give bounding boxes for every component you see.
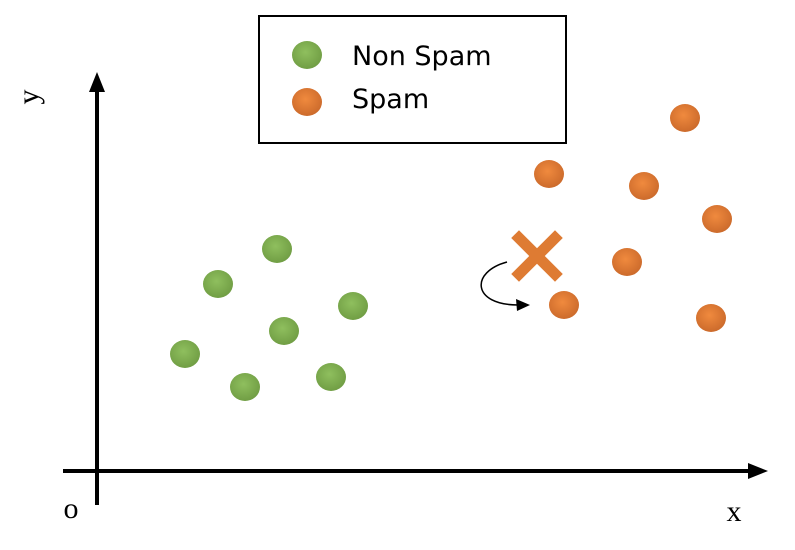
legend-swatch-spam: [292, 88, 322, 116]
non-spam-point: [316, 363, 346, 391]
spam-point: [629, 172, 659, 200]
spam-point: [534, 160, 564, 188]
legend-swatch-non-spam: [292, 41, 322, 69]
spam-point: [696, 304, 726, 332]
non-spam-point: [203, 270, 233, 298]
legend-box: [258, 15, 567, 144]
origin-label: o: [64, 492, 79, 525]
non-spam-points: [170, 235, 368, 401]
x-axis-arrowhead: [748, 463, 768, 479]
non-spam-point: [269, 317, 299, 345]
non-spam-point: [230, 373, 260, 401]
axes: y x o: [12, 72, 768, 528]
curved-arrow-head: [516, 299, 530, 311]
y-axis-label: y: [12, 90, 45, 105]
non-spam-point: [338, 292, 368, 320]
legend: Non Spam Spam: [258, 15, 567, 144]
curved-arrow-icon: [480, 261, 519, 306]
query-point: [480, 230, 563, 311]
spam-point: [549, 291, 579, 319]
spam-point: [612, 248, 642, 276]
non-spam-point: [262, 235, 292, 263]
x-axis-label: x: [727, 495, 742, 528]
x-mark-icon: [511, 230, 563, 282]
legend-label-spam: Spam: [352, 84, 429, 115]
spam-point: [670, 104, 700, 132]
spam-points: [534, 104, 732, 332]
spam-point: [702, 205, 732, 233]
y-axis-arrowhead: [89, 72, 105, 92]
non-spam-point: [170, 340, 200, 368]
legend-label-non-spam: Non Spam: [352, 41, 492, 72]
